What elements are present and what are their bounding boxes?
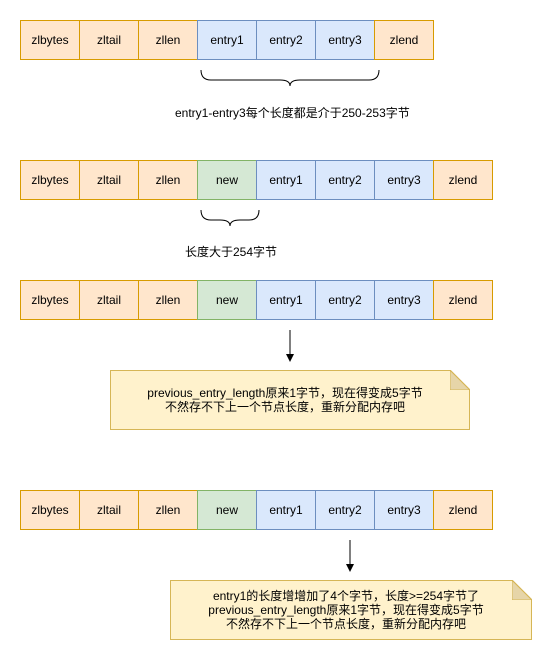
cell-zltail: zltail <box>79 490 139 530</box>
cell-entry1: entry1 <box>256 280 316 320</box>
cell-new: new <box>197 160 257 200</box>
cell-entry2: entry2 <box>256 20 316 60</box>
cell-zllen: zllen <box>138 160 198 200</box>
cell-zlbytes: zlbytes <box>20 20 80 60</box>
cell-zlend: zlend <box>374 20 434 60</box>
cell-new: new <box>197 490 257 530</box>
ziplist-row-cascade-1: zlbytes zltail zllen new entry1 entry2 e… <box>20 280 493 320</box>
ziplist-row-initial: zlbytes zltail zllen entry1 entry2 entry… <box>20 20 434 60</box>
arrow-down-1 <box>286 330 294 362</box>
note-fold-corner <box>512 580 532 600</box>
note-line: entry1的长度增增加了4个字节，长度>=254字节了 <box>212 589 480 603</box>
cell-zlbytes: zlbytes <box>20 160 80 200</box>
note-line: 不然存不下上一个节点长度，重新分配内存吧 <box>164 400 405 414</box>
cell-zltail: zltail <box>79 160 139 200</box>
cell-zlend: zlend <box>433 490 493 530</box>
note-fold-corner <box>450 370 470 390</box>
brace-new <box>200 209 260 227</box>
brace-entries <box>200 69 380 87</box>
cell-zlbytes: zlbytes <box>20 280 80 320</box>
cell-entry1: entry1 <box>256 160 316 200</box>
brace-label-entries: entry1-entry3每个长度都是介于250-253字节 <box>175 106 410 120</box>
cell-entry3: entry3 <box>374 160 434 200</box>
cell-zllen: zllen <box>138 490 198 530</box>
brace-label-new: 长度大于254字节 <box>185 245 278 259</box>
cell-zlend: zlend <box>433 160 493 200</box>
cell-entry1: entry1 <box>256 490 316 530</box>
cell-zltail: zltail <box>79 20 139 60</box>
cell-new: new <box>197 280 257 320</box>
cell-entry2: entry2 <box>315 160 375 200</box>
cell-entry3: entry3 <box>374 280 434 320</box>
note-entry2-realloc: entry1的长度增增加了4个字节，长度>=254字节了 previous_en… <box>170 580 532 640</box>
cell-zllen: zllen <box>138 280 198 320</box>
cell-zlbytes: zlbytes <box>20 490 80 530</box>
note-line: previous_entry_length原来1字节，现在得变成5字节 <box>208 603 484 617</box>
cell-entry3: entry3 <box>374 490 434 530</box>
cell-zlend: zlend <box>433 280 493 320</box>
note-line: 不然存不下上一个节点长度，重新分配内存吧 <box>225 617 466 631</box>
ziplist-row-inserted: zlbytes zltail zllen new entry1 entry2 e… <box>20 160 493 200</box>
note-entry1-realloc: previous_entry_length原来1字节，现在得变成5字节 不然存不… <box>110 370 470 430</box>
ziplist-row-cascade-2: zlbytes zltail zllen new entry1 entry2 e… <box>20 490 493 530</box>
cell-zllen: zllen <box>138 20 198 60</box>
arrow-down-2 <box>346 540 354 572</box>
note-line: previous_entry_length原来1字节，现在得变成5字节 <box>147 386 423 400</box>
